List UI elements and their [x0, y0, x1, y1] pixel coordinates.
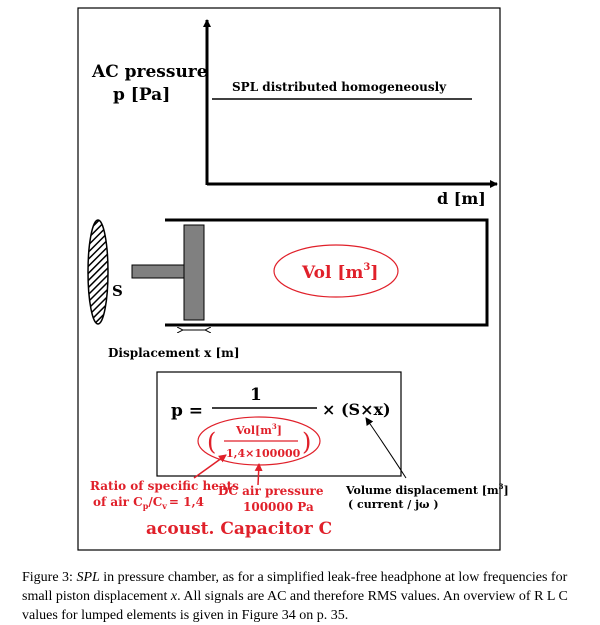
formula-lhs: p =: [171, 401, 203, 421]
pressure-graph: AC pressure p [Pa] SPL distributed homog…: [91, 19, 498, 208]
displacement-label: Displacement x [m]: [108, 346, 240, 360]
volume-displacement-line2: ( current / jω ): [348, 498, 439, 511]
component-title: acoust. Capacitor C: [146, 519, 332, 539]
formula-multiplier: × (S×x): [322, 400, 391, 419]
figure-caption: Figure 3: SPL in pressure chamber, as fo…: [22, 568, 582, 625]
dc-pressure-pointer-arrow: [254, 463, 263, 486]
volume-label: Vol [m3]: [301, 262, 378, 283]
figure-frame: [77, 7, 501, 551]
spl-line-label: SPL distributed homogeneously: [232, 80, 447, 94]
formula-numerator: 1: [250, 385, 262, 405]
inner-open-paren: (: [207, 428, 216, 456]
ratio-label-line2: of air Cp/Cv= 1,4: [93, 495, 204, 511]
ratio-pointer-arrow: [193, 454, 227, 479]
volume-ellipse: [273, 244, 399, 298]
formula-box: [156, 371, 402, 477]
piston-rod: [131, 264, 185, 279]
caption-part1: in pressure chamber, as for a simplified…: [22, 570, 568, 604]
capacitor-formula: p = 1 × (S×x) ( ) Vol[m3] 1,4×100000: [156, 371, 402, 477]
inner-numerator: Vol[m3]: [235, 422, 282, 437]
chamber-walls: [165, 218, 489, 327]
piston-plate: [183, 224, 205, 321]
hatched-surface-icon: [87, 219, 109, 325]
caption-part2: . All signals are AC and therefore RMS v…: [22, 589, 568, 623]
surface-label: S: [112, 282, 123, 300]
y-axis-label-line2: p [Pa]: [113, 85, 170, 105]
volume-displacement-line1: Volume displacement [m3]: [345, 482, 509, 497]
inner-close-paren: ): [302, 428, 311, 456]
x-axis-label: d [m]: [437, 189, 486, 208]
dc-pressure-label-line1: DC air pressure: [218, 484, 324, 498]
ratio-label-line1: Ratio of specific heats: [90, 479, 239, 493]
y-axis-label-line1: AC pressure: [91, 62, 208, 82]
volume-pointer-arrow: [365, 417, 407, 479]
caption-var-x: x: [170, 589, 178, 604]
pressure-chamber: S Vol [m3] Displacement x [m]: [87, 218, 489, 360]
caption-spl: SPL: [76, 570, 100, 585]
dc-pressure-label-line2: 100000 Pa: [243, 500, 314, 514]
inner-denominator: 1,4×100000: [226, 447, 301, 460]
caption-label: Figure 3:: [22, 570, 77, 585]
annotations: Ratio of specific heats of air Cp/Cv= 1,…: [90, 417, 509, 539]
